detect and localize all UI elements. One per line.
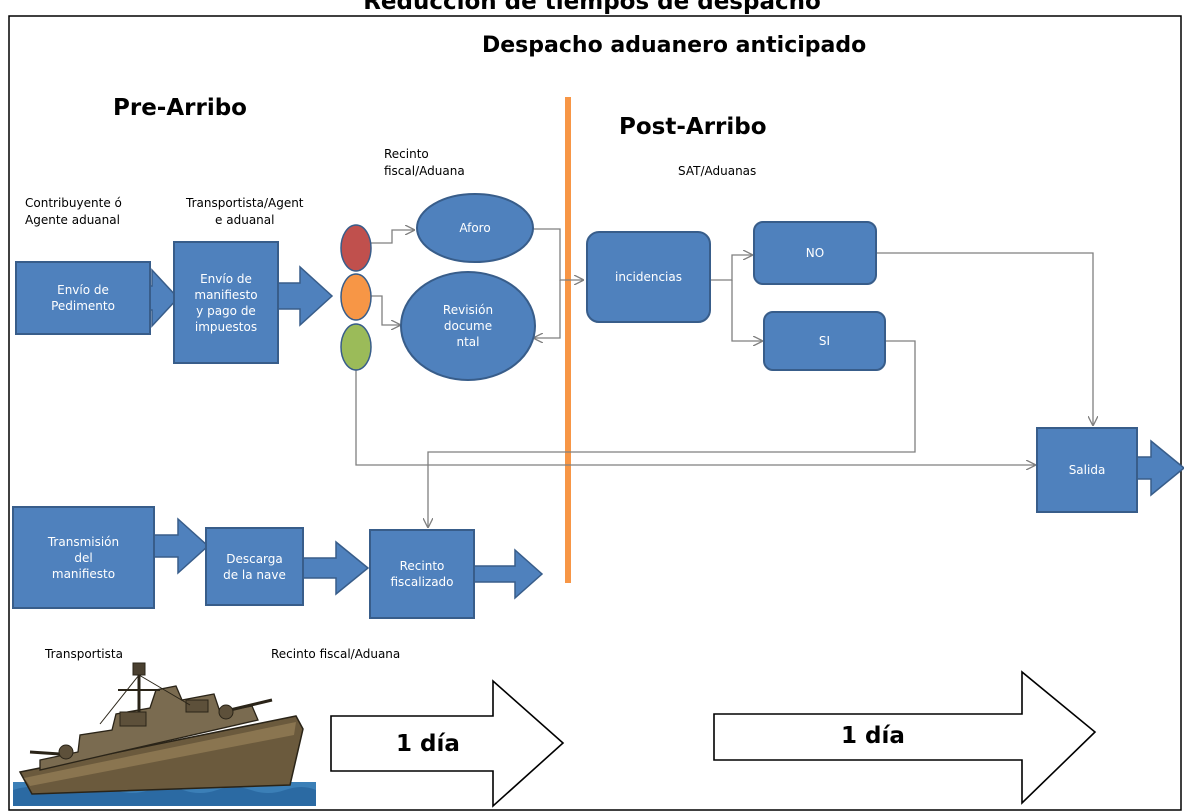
ellipse-revision (400, 271, 536, 381)
connector-amber-revision (371, 295, 400, 325)
ship-rigging-2 (138, 674, 191, 706)
block-arrows (147, 265, 1184, 600)
box-no (753, 221, 877, 285)
label-revision: Revisión docume ntal (442, 303, 494, 349)
connector-incidencias-revision (534, 280, 561, 338)
connector-incidencias-no (710, 255, 752, 281)
section-pre-arribo: Pre-Arribo (113, 95, 247, 121)
arrow-recinto-out (473, 548, 544, 600)
connectors (355, 228, 1093, 527)
label-descarga: Descarga de la nave (223, 551, 286, 582)
ship-deckhouse (185, 699, 209, 713)
timeline-arrow-right (713, 670, 1097, 805)
page-title: Reducción de tiempos de despacho (363, 0, 821, 15)
ship-hull-band (24, 722, 296, 786)
ellipse-aforo (416, 193, 534, 263)
diagram-subtitle: Despacho aduanero anticipado (482, 33, 867, 58)
timeline-label-right: 1 día (841, 723, 905, 749)
ship-turret (218, 704, 234, 720)
diagram-frame (8, 15, 1182, 811)
connector-aforo-incidencias (532, 228, 583, 280)
box-envio-manifiesto (173, 241, 279, 364)
arrow-salida-out (1135, 439, 1184, 497)
label-recinto-fiscalizado: Recinto fiscalizado (390, 559, 454, 589)
connector-incidencias-si (731, 280, 762, 341)
connector-si-recinto (428, 340, 916, 527)
connector-green-salida (355, 370, 1035, 465)
actor-transportista-agente: Transportista/Agent e aduanal (186, 196, 304, 227)
ship-rigging-1 (99, 674, 140, 725)
light-amber (340, 273, 372, 321)
label-salida: Salida (1068, 463, 1106, 477)
ship-radar (132, 662, 146, 676)
actor-sat-aduanas: SAT/Aduanas (678, 164, 757, 178)
process-boxes (12, 221, 1138, 619)
label-incidencias: incidencias (614, 270, 682, 284)
box-incidencias (586, 231, 711, 323)
label-transmision: Transmisión del manifiesto (47, 534, 120, 581)
ship-bridge (119, 711, 147, 727)
label-no: NO (805, 246, 825, 260)
actor-recinto-fiscal-bottom: Recinto fiscal/Aduana (271, 647, 401, 661)
connector-no-salida (876, 252, 1093, 425)
actor-recinto-fiscal-top: Recinto fiscal/Aduana (384, 147, 465, 178)
box-recinto-fiscalizado (369, 529, 475, 619)
light-green (340, 323, 372, 371)
timeline-label-left: 1 día (396, 731, 460, 757)
box-descarga (205, 527, 304, 606)
section-post-arribo: Post-Arribo (619, 114, 767, 140)
timeline-arrows (330, 670, 1097, 808)
label-si: SI (818, 334, 831, 348)
box-transmision (12, 506, 155, 609)
arrow-transmision-descarga (153, 517, 210, 575)
actor-contribuyente: Contribuyente ó Agente aduanal (25, 196, 122, 227)
label-envio-manifiesto: Envío de manifiesto y pago de impuestos (194, 271, 258, 334)
ship-illustration (13, 662, 316, 806)
arrow-manifiesto-lights (277, 265, 334, 327)
light-red (340, 224, 372, 272)
box-salida (1036, 427, 1138, 513)
ship-gun-aft (29, 750, 61, 756)
actor-transportista: Transportista (45, 647, 123, 661)
connector-red-aforo (371, 230, 414, 244)
ellipses (400, 193, 536, 381)
label-aforo: Aforo (459, 221, 491, 235)
arrow-descarga-recinto (302, 540, 370, 596)
ship-gun-fore (229, 698, 273, 712)
timeline-arrow-left (330, 679, 565, 808)
box-envio-pedimento (15, 261, 151, 335)
box-si (763, 311, 886, 371)
ship-turret-aft (58, 744, 74, 760)
label-envio-pedimento: Envío de Pedimento (51, 283, 115, 313)
traffic-lights (340, 224, 372, 371)
